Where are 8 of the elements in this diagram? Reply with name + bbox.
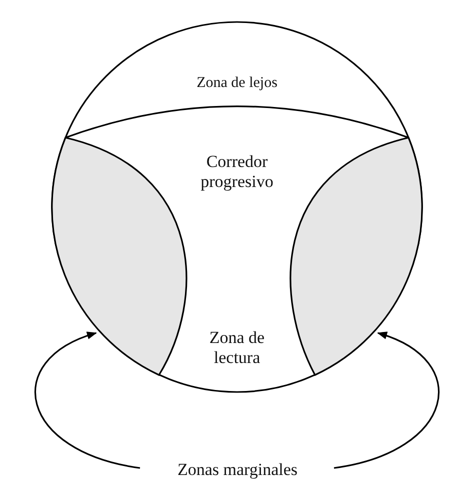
marginal-zone-region xyxy=(290,136,423,376)
zone-label: Corredor progresivo xyxy=(182,152,292,192)
arrow xyxy=(34,332,140,469)
zone-label: Zonas marginales xyxy=(150,460,325,480)
marginal-zone-region xyxy=(51,136,187,376)
zone-label: Zona de lectura xyxy=(192,328,282,368)
arrow xyxy=(334,332,440,469)
zone-label: Zona de lejos xyxy=(167,75,307,92)
